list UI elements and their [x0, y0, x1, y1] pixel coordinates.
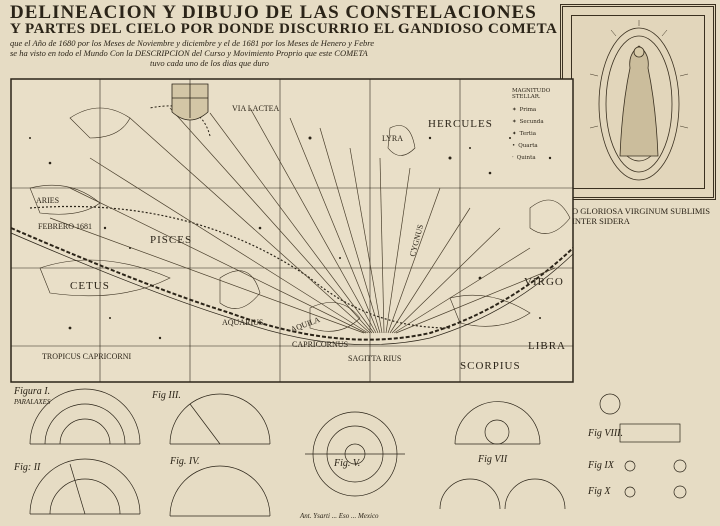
label-libra: LIBRA	[528, 340, 566, 352]
label-sagittarius: SAGITTA RIUS	[348, 354, 402, 363]
title-line-5: tuvo cada uno de los dias que duro	[150, 58, 269, 68]
label-aries: ARIES	[36, 196, 60, 205]
fig-7-label: Fig VII	[478, 454, 508, 465]
fig-1-sub: PARALAXES	[14, 398, 51, 406]
label-virgo: VIRGO	[524, 276, 564, 288]
legend-row: •Quarta	[512, 143, 538, 149]
fig-8-label: Fig VIII.	[588, 428, 623, 439]
label-aquarius: AQUARIUS	[222, 318, 264, 327]
star-chart	[10, 78, 574, 383]
star-icon: ·	[512, 155, 514, 161]
label-hercules: HERCULES	[428, 118, 493, 130]
label-tropic: TROPICUS CAPRICORNI	[42, 352, 132, 361]
virgin-motto: O GLORIOSA VIRGINUM SUBLIMIS INTER SIDER…	[572, 206, 710, 226]
magnitude-legend: MAGNITUDO STELLAR. ✶Prima ✶Secunda ✦Tert…	[512, 88, 562, 164]
legend-row: ✶Secunda	[512, 119, 544, 125]
fig-1-label: Figura I.	[14, 386, 51, 397]
label-lyra: LYRA	[382, 134, 403, 143]
label-vialacte: VIA LACTEA	[232, 104, 280, 113]
star-icon: ✶	[512, 107, 517, 113]
label-scorpius: SCORPIUS	[460, 360, 521, 372]
legend-row: ✦Tertia	[512, 131, 536, 137]
star-icon: ✦	[512, 131, 517, 137]
title-line-3: que el Año de 1680 por los Meses de Novi…	[10, 38, 374, 48]
title-block: DELINEACION Y DIBUJO DE LAS CONSTELACION…	[10, 2, 558, 68]
fig-10-label: Fig X	[588, 486, 611, 497]
label-febrero: FEBRERO 1681	[38, 222, 93, 231]
fig-9-label: Fig IX	[588, 460, 614, 471]
legend-title: MAGNITUDO STELLAR.	[512, 88, 551, 100]
virgin-figure-drawing	[589, 20, 689, 181]
virgin-panel	[560, 4, 716, 200]
legend-row: ·Quinta	[512, 155, 536, 161]
star-icon: •	[512, 143, 516, 149]
figure-row: Figura I. PARALAXES Fig: II Fig III. Fig…	[0, 384, 720, 526]
engraver-signature: Ant. Ysarti ... Eso ... Mexico	[300, 512, 379, 520]
label-cetus: CETUS	[70, 280, 110, 292]
label-capricornus: CAPRICORNUS	[292, 340, 349, 349]
fig-5-label: Fig. V.	[334, 458, 361, 469]
fig-2-label: Fig: II	[14, 462, 41, 473]
figure-diagrams	[29, 388, 687, 517]
title-line-1: DELINEACION Y DIBUJO DE LAS CONSTELACION…	[10, 2, 537, 23]
fig-3-label: Fig III.	[152, 390, 181, 401]
legend-row: ✶Prima	[512, 107, 537, 113]
title-line-4: se ha visto en todo el Mundo Con la DESC…	[10, 48, 368, 58]
panel-frame	[571, 15, 705, 189]
label-pisces: PISCES	[150, 234, 193, 246]
star-icon: ✶	[512, 119, 517, 125]
fig-4-label: Fig. IV.	[170, 456, 200, 467]
coat-of-arms	[171, 83, 209, 121]
title-line-2: Y PARTES DEL CIELO POR DONDE DISCURRIO E…	[10, 21, 558, 37]
